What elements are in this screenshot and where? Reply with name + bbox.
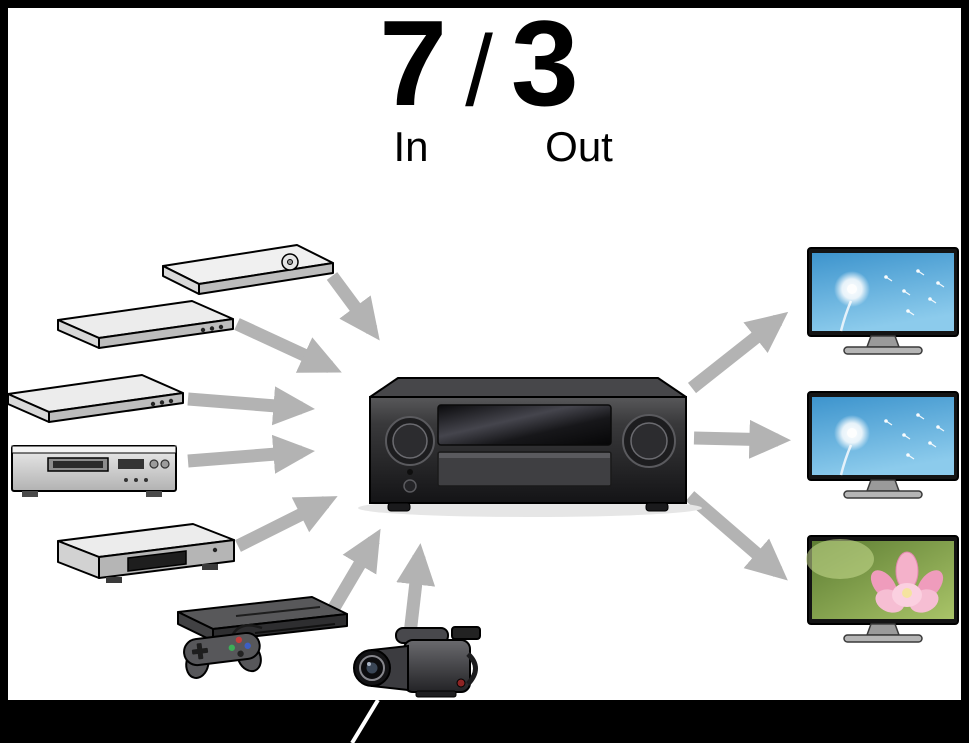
input-count: 7	[379, 0, 448, 131]
output-arrows	[685, 311, 791, 581]
page-cut-line	[350, 698, 380, 743]
arrow-input-4	[187, 434, 315, 474]
dvd-player-icon	[7, 374, 184, 423]
separator-slash: /	[465, 15, 493, 127]
frame-bottom	[0, 700, 969, 743]
arrow-input-1	[326, 272, 380, 341]
io-count-title: 7 / 3	[379, 2, 579, 124]
receiver-front-flap	[437, 451, 612, 487]
arrow-output-2	[693, 419, 791, 459]
av-receiver-icon	[358, 377, 702, 517]
arrow-output-3	[685, 491, 788, 581]
frame-top	[0, 0, 969, 8]
tv-lotus-icon	[806, 535, 959, 643]
cd-player-icon	[11, 445, 177, 497]
in-label: In	[393, 123, 429, 170]
tv-dandelion-icon	[807, 247, 959, 355]
out-label: Out	[545, 123, 613, 170]
frame-left	[0, 0, 8, 743]
receiver-power-button	[403, 479, 417, 493]
disc-player-icon	[57, 300, 234, 349]
blu-ray-player-icon	[162, 244, 334, 295]
arrow-input-7	[396, 543, 436, 635]
input-arrows	[187, 272, 436, 635]
game-console-icon	[177, 596, 348, 679]
arrow-input-3	[187, 386, 315, 426]
receiver-display	[437, 404, 612, 446]
arrow-input-2	[234, 318, 342, 373]
frame-right	[961, 0, 969, 743]
output-count: 3	[510, 0, 579, 131]
arrow-input-5	[235, 496, 338, 552]
game-controller-icon	[183, 631, 262, 679]
camcorder-icon	[353, 626, 481, 698]
lotus-screen	[806, 539, 954, 619]
arrow-output-1	[687, 311, 789, 394]
media-player-icon	[57, 523, 235, 583]
tv-dandelion-icon	[807, 391, 959, 499]
arrow-input-6	[322, 528, 381, 622]
